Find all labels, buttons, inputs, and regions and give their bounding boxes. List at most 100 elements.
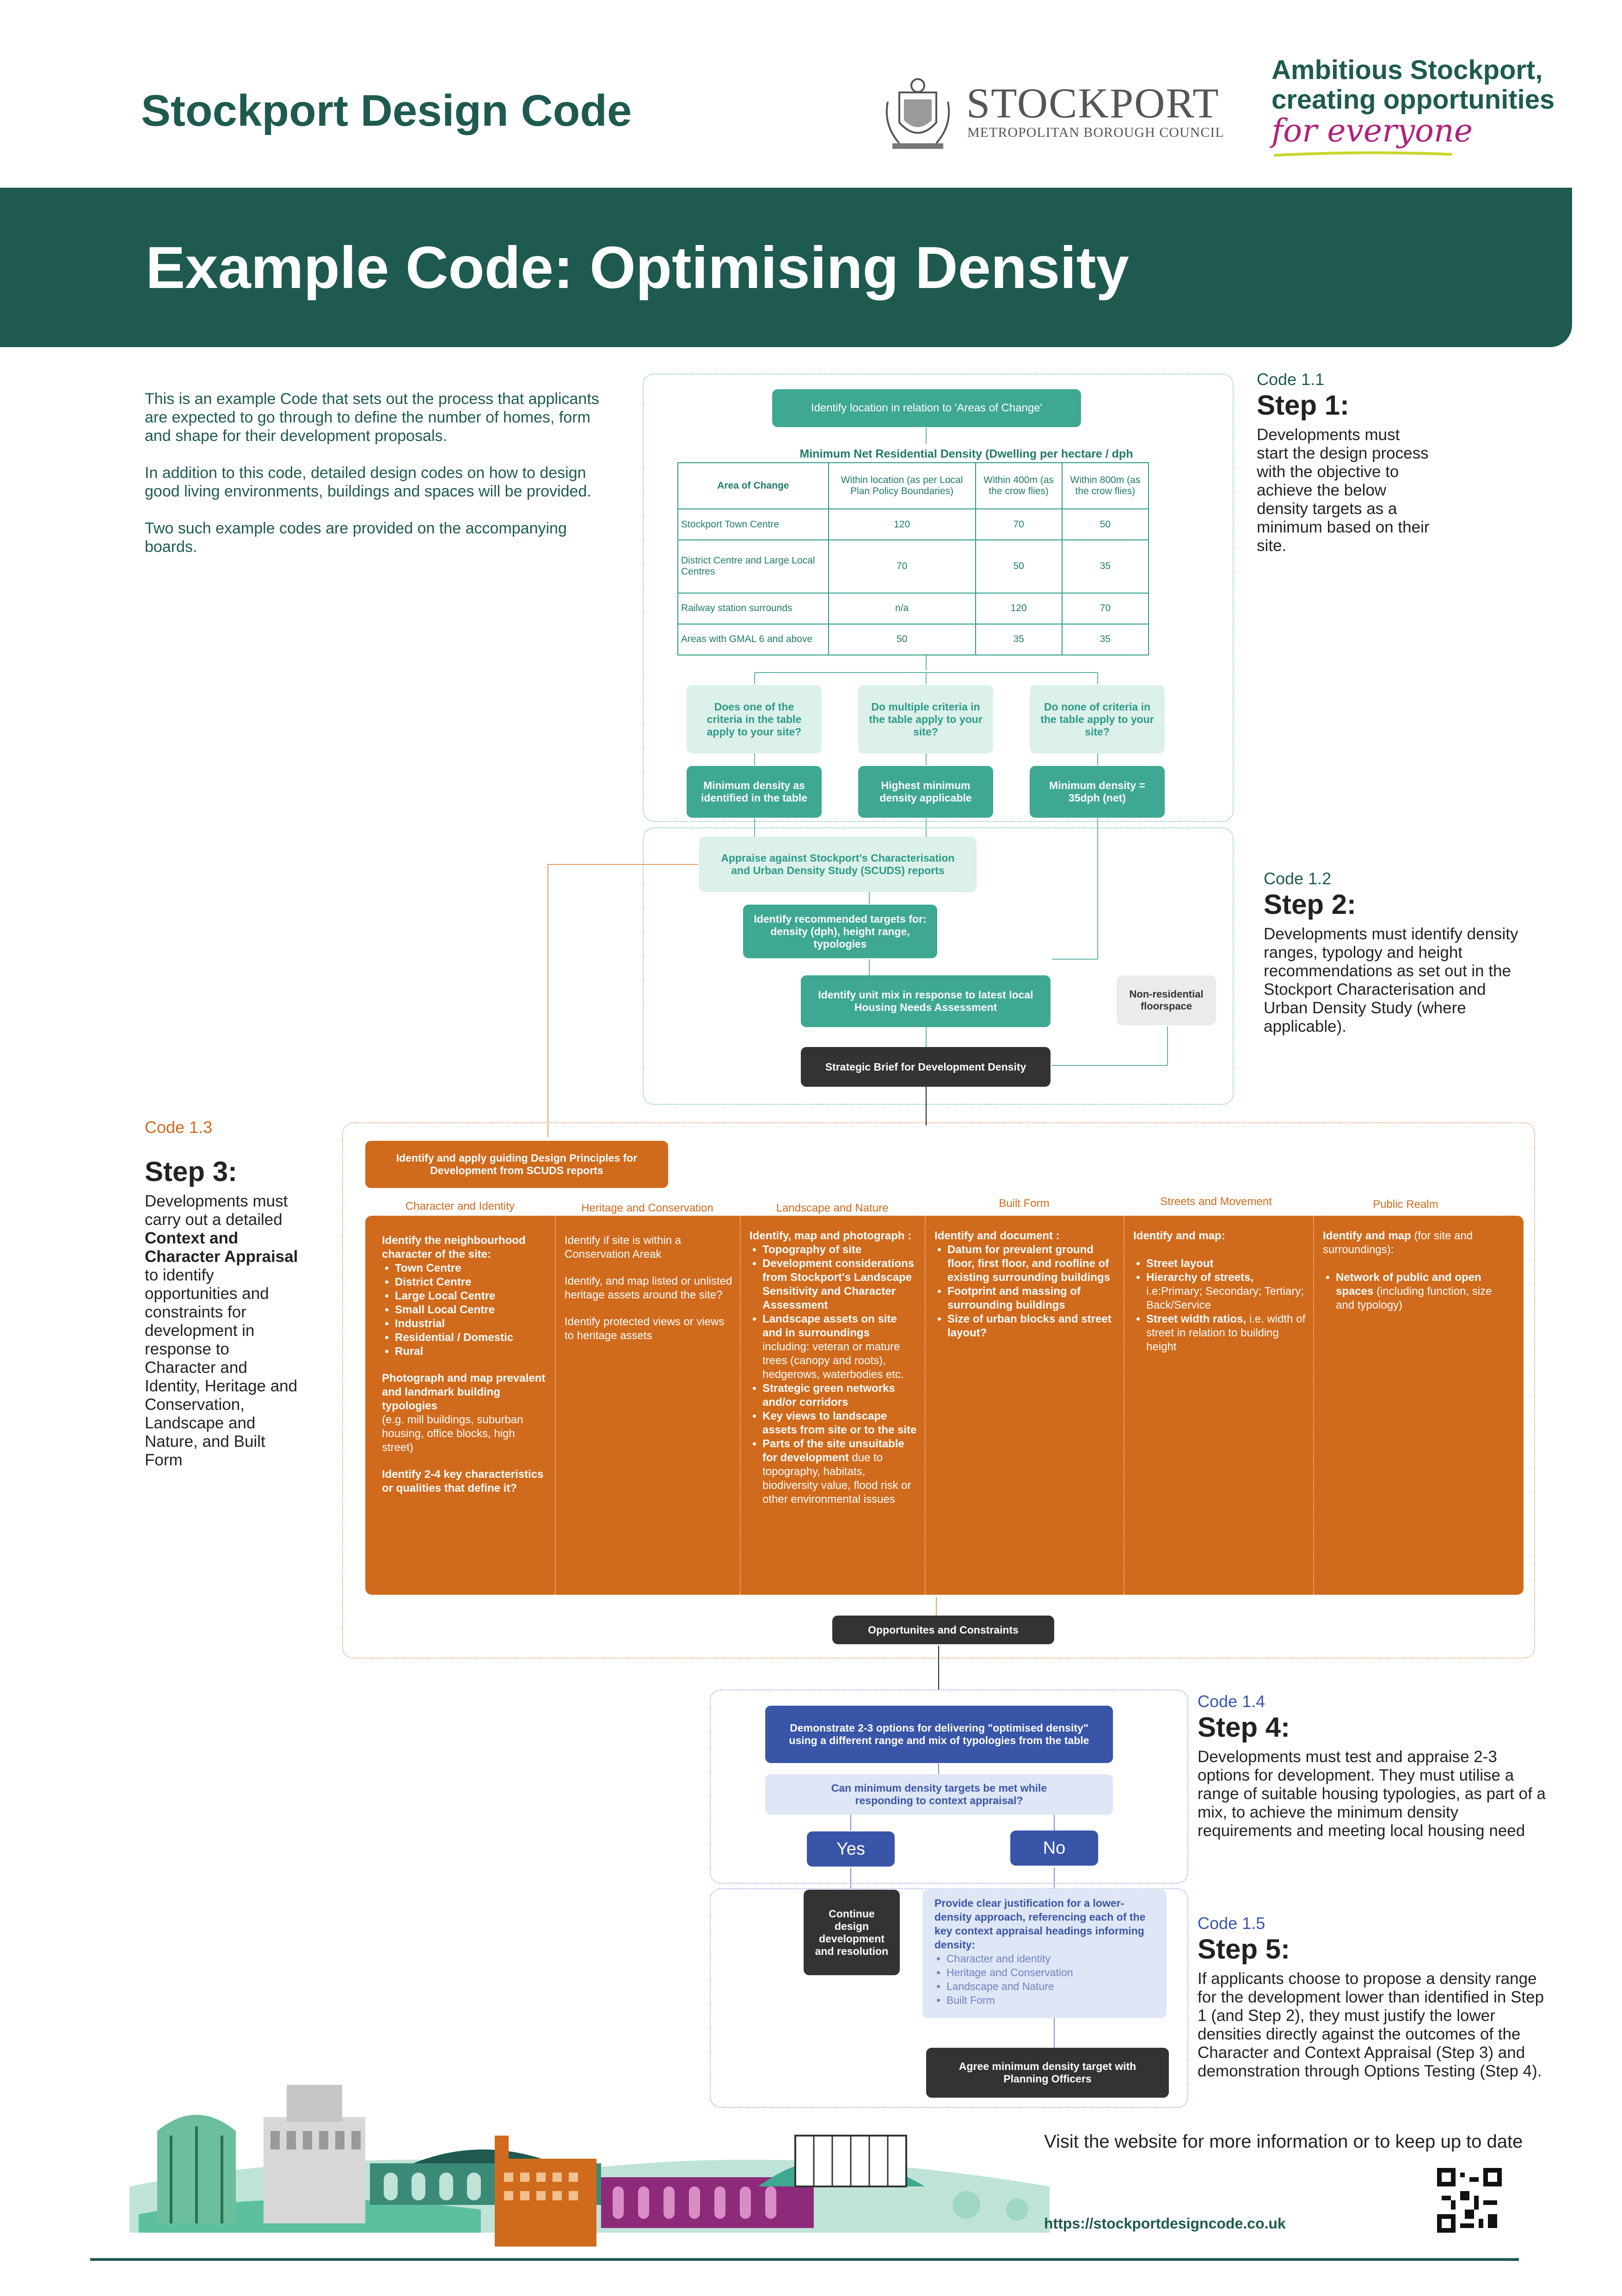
step-3-body: Developments must carry out a detailed C… xyxy=(145,1192,304,1469)
step-4-flow-container xyxy=(710,1690,1188,1884)
question-one-criteria: Does one of the criteria in the table ap… xyxy=(687,685,822,753)
table-cell: Railway station surrounds xyxy=(677,592,829,625)
table-cell: Stockport Town Centre xyxy=(677,508,829,541)
intro-paragraph-3: Two such example codes are provided on t… xyxy=(145,520,567,556)
c2-heritage-assets: Identify, and map listed or unlisted her… xyxy=(565,1275,732,1301)
question-multiple-criteria: Do multiple criteria in the table apply … xyxy=(858,685,993,753)
step-2-body: Developments must identify density range… xyxy=(1264,925,1518,1035)
list-item: Size of urban blocks and street layout? xyxy=(947,1312,1118,1340)
step-1-flow-container xyxy=(643,373,1234,822)
step-5-body: If applicants choose to propose a densit… xyxy=(1198,1970,1544,2080)
c5-hierarchy: Hierarchy of streets, xyxy=(1146,1271,1254,1284)
list-item: Landscape and Nature xyxy=(946,1979,1155,1993)
col-header-character: Character and Identity xyxy=(405,1200,515,1212)
col-character-identity: Identify the neighbourhood character of … xyxy=(375,1227,555,1502)
step-3-title: Step 3: xyxy=(145,1156,238,1187)
page-header-title: Stockport Design Code xyxy=(141,86,632,135)
table-cell: n/a xyxy=(828,592,976,625)
c5-street-layout: Street layout xyxy=(1146,1257,1214,1270)
list-item: Small Local Centre xyxy=(395,1303,547,1317)
step-3-text: Code 1.3 Step 3: Developments must carry… xyxy=(145,1118,304,1469)
strategic-brief-box: Strategic Brief for Development Density xyxy=(801,1047,1051,1087)
answer-35dph: Minimum density = 35dph (net) xyxy=(1030,766,1165,818)
qr-code-icon xyxy=(1437,2168,1502,2233)
density-table-title: Minimum Net Residential Density (Dwellin… xyxy=(799,447,1133,460)
slogan-line-2: creating opportunities xyxy=(1272,85,1555,115)
c2-protected-views: Identify protected views or views to her… xyxy=(565,1316,725,1342)
step-4-title: Step 4: xyxy=(1198,1712,1290,1743)
density-table: Area of Change Within location (as per L… xyxy=(677,462,1149,656)
footer-website-link[interactable]: https://stockportdesigncode.co.uk xyxy=(1044,2215,1286,2232)
continue-design-box: Continue design development and resoluti… xyxy=(804,1890,900,1975)
c5-width-ratios-note: i.e. width of street in relation to buil… xyxy=(1146,1313,1306,1353)
list-item: Industrial xyxy=(395,1317,547,1331)
list-item: District Centre xyxy=(395,1275,547,1289)
c4-intro: Identify and document : xyxy=(934,1230,1060,1242)
col-built-form: Identify and document : Datum for preval… xyxy=(927,1223,1126,1347)
appraisal-dividers xyxy=(365,1216,1524,1595)
step-3-body-post: to identify opportunities and constraint… xyxy=(145,1266,298,1469)
c5-hierarchy-note: i.e:Primary; Secondary; Tertiary; Back/S… xyxy=(1146,1285,1304,1311)
table-cell: 70 xyxy=(975,508,1063,541)
step-2-flow-container xyxy=(643,827,1234,1105)
table-cell: 120 xyxy=(828,508,976,541)
intro-paragraph-2: In addition to this code, detailed desig… xyxy=(145,464,591,500)
density-table-header: Within location (as per Local Plan Polic… xyxy=(828,462,976,509)
skyline-illustration xyxy=(129,2085,1050,2247)
banner-title: Example Code: Optimising Density xyxy=(146,235,1129,301)
c3-unsuitable: Parts of the site unsuitable for develop… xyxy=(762,1438,904,1464)
col-streets-movement: Identify and map: Street layout Hierarch… xyxy=(1126,1223,1313,1360)
list-item: Rural xyxy=(395,1345,547,1359)
step-5-title: Step 5: xyxy=(1198,1934,1290,1965)
yes-option: Yes xyxy=(807,1831,895,1867)
table-row: Stockport Town Centre 120 70 50 xyxy=(677,508,1149,541)
c1-photograph: Photograph and map prevalent and landmar… xyxy=(382,1372,546,1412)
c5-intro: Identify and map: xyxy=(1133,1230,1225,1242)
identify-location-box: Identify location in relation to 'Areas … xyxy=(772,389,1081,427)
title-banner: Example Code: Optimising Density xyxy=(0,188,1572,347)
col-landscape-nature: Identify, map and photograph : Topograph… xyxy=(742,1223,927,1513)
table-cell: 35 xyxy=(1061,623,1149,656)
step-1-title: Step 1: xyxy=(1257,390,1350,421)
step-5-flow-container xyxy=(710,1888,1188,2108)
step-4-code: Code 1.4 xyxy=(1198,1692,1266,1711)
col-header-public-realm: Public Realm xyxy=(1373,1198,1438,1211)
list-item: Character and identity xyxy=(946,1952,1155,1965)
appraisal-panel xyxy=(365,1216,1524,1595)
agree-density-box: Agree minimum density target with Planni… xyxy=(926,2048,1169,2098)
c6-intro: Identify and map xyxy=(1323,1230,1411,1242)
c3-key-views: Key views to landscape assets from site … xyxy=(762,1410,917,1436)
crest-icon xyxy=(885,78,950,149)
council-name: STOCKPORT xyxy=(966,80,1220,127)
table-cell: 50 xyxy=(828,623,976,656)
col-heritage-conservation: Identify if site is within a Conservatio… xyxy=(557,1227,742,1349)
c6-network: Network of public and open spaces xyxy=(1336,1271,1481,1298)
c3-intro: Identify, map and photograph : xyxy=(750,1230,912,1242)
slogan-line-1: Ambitious Stockport, xyxy=(1272,55,1543,85)
step-2-code: Code 1.2 xyxy=(1264,869,1332,888)
c1-key-characteristics: Identify 2-4 key characteristics or qual… xyxy=(382,1468,544,1494)
council-subtitle: METROPOLITAN BOROUGH COUNCIL xyxy=(967,125,1224,140)
step-1-body: Developments must start the design proce… xyxy=(1257,426,1430,555)
unit-mix-box: Identify unit mix in response to latest … xyxy=(801,975,1051,1027)
justification-text: Provide clear justification for a lower-… xyxy=(934,1897,1146,1951)
footer-visit-text: Visit the website for more information o… xyxy=(1044,2131,1523,2152)
c3-landscape-assets-note: including: veteran or mature trees (cano… xyxy=(762,1341,904,1381)
non-residential-box: Non-residential floorspace xyxy=(1117,975,1216,1025)
step-3-flow-container xyxy=(342,1122,1535,1659)
intro-text: This is an example Code that sets out th… xyxy=(145,390,614,556)
density-table-header: Within 400m (as the crow flies) xyxy=(975,462,1063,509)
c1-intro: Identify the neighbourhood character of … xyxy=(382,1234,526,1261)
answer-highest-minimum: Highest minimum density applicable xyxy=(858,766,993,818)
footer-rule xyxy=(90,2258,1519,2261)
appraise-scuds-box: Appraise against Stockport's Characteris… xyxy=(699,837,977,892)
c1-photograph-note: (e.g. mill buildings, suburban housing, … xyxy=(382,1414,523,1454)
design-principles-box: Identify and apply guiding Design Princi… xyxy=(365,1141,668,1188)
list-item: Large Local Centre xyxy=(395,1289,547,1303)
density-table-header: Area of Change xyxy=(677,462,829,509)
step-5-text: Code 1.5 Step 5: If applicants choose to… xyxy=(1198,1914,1549,2081)
opportunities-constraints-box: Opportunites and Constraints xyxy=(832,1616,1054,1644)
step-2-text: Code 1.2 Step 2: Developments must ident… xyxy=(1264,869,1523,1036)
density-question-box: Can minimum density targets be met while… xyxy=(765,1774,1113,1815)
list-item: Residential / Domestic xyxy=(395,1331,547,1345)
